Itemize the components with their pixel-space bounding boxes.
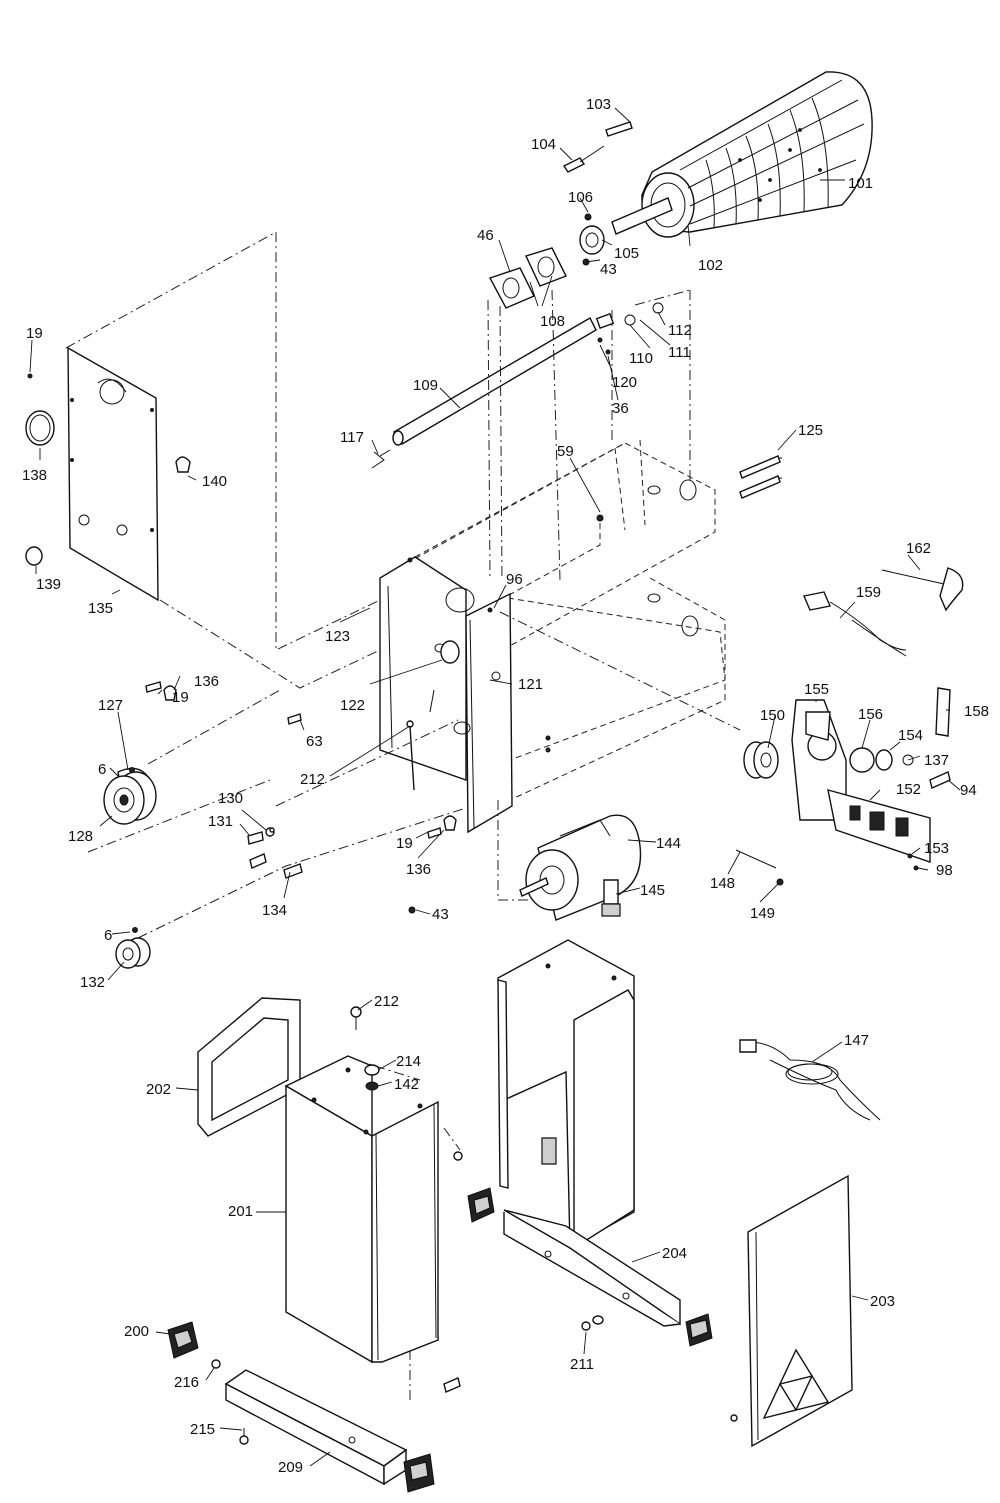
label-98: 98: [936, 862, 953, 879]
label-200: 200: [124, 1323, 149, 1340]
label-105: 105: [614, 245, 639, 262]
drum-shaft: [611, 197, 673, 235]
label-125: 125: [798, 422, 823, 439]
label-139: 139: [36, 576, 61, 593]
label-216: 216: [174, 1374, 199, 1391]
label-106: 106: [568, 189, 593, 206]
stand-frame-202: [197, 997, 301, 1137]
part-labels: 101 102 103 104 105 106 43 46 108 112 11…: [22, 96, 989, 1476]
idler-pulley: [115, 927, 151, 969]
label-162: 162: [906, 540, 931, 557]
label-131: 131: [208, 813, 233, 830]
label-137: 137: [924, 752, 949, 769]
main-frame: [379, 439, 782, 834]
label-104: 104: [531, 136, 556, 153]
label-201: 201: [228, 1203, 253, 1220]
label-46: 46: [477, 227, 494, 244]
label-136-lower: 136: [406, 861, 431, 878]
label-110: 110: [629, 350, 653, 367]
label-202: 202: [146, 1081, 171, 1098]
label-144: 144: [656, 835, 681, 852]
motor: [519, 814, 642, 921]
label-121: 121: [518, 676, 543, 693]
label-6-upper: 6: [98, 761, 106, 778]
label-108: 108: [540, 313, 565, 330]
label-154: 154: [898, 727, 923, 744]
label-109: 109: [413, 377, 438, 394]
feed-shaft: [371, 302, 664, 469]
label-130: 130: [218, 790, 243, 807]
stand-panel-203: [730, 1174, 853, 1448]
label-156: 156: [858, 706, 883, 723]
label-128: 128: [68, 828, 93, 845]
stand-base-209: [167, 1321, 461, 1493]
label-19-lower: 19: [396, 835, 413, 852]
label-43-lower: 43: [432, 906, 449, 923]
label-117: 117: [340, 429, 364, 446]
label-120: 120: [612, 374, 637, 391]
stand-side-201: [284, 1006, 463, 1364]
power-cords: [739, 567, 964, 1121]
label-142: 142: [394, 1076, 419, 1093]
key-pin: [562, 145, 605, 173]
label-145: 145: [640, 882, 665, 899]
label-122: 122: [340, 697, 365, 714]
label-43-top: 43: [600, 261, 617, 278]
label-134: 134: [262, 902, 287, 919]
flange-bearing: [579, 213, 605, 266]
label-132: 132: [80, 974, 105, 991]
stand-side-204: [467, 939, 713, 1347]
label-127: 127: [98, 697, 123, 714]
label-36: 36: [612, 400, 629, 417]
label-112: 112: [668, 322, 692, 339]
label-63: 63: [306, 733, 323, 750]
label-96: 96: [506, 571, 523, 588]
label-135: 135: [88, 600, 113, 617]
label-138: 138: [22, 467, 47, 484]
assembly-lines: [65, 231, 741, 1400]
label-212-upper: 212: [300, 771, 325, 788]
label-211: 211: [570, 1356, 594, 1373]
label-94: 94: [960, 782, 977, 799]
label-212-lower: 212: [374, 993, 399, 1010]
label-155: 155: [804, 681, 829, 698]
label-209: 209: [278, 1459, 303, 1476]
label-150: 150: [760, 707, 785, 724]
leader-lines: [29, 107, 961, 1467]
label-149: 149: [750, 905, 775, 922]
label-111: 111: [668, 344, 691, 361]
label-101: 101: [848, 175, 873, 192]
label-59: 59: [557, 443, 574, 460]
label-148: 148: [710, 875, 735, 892]
label-159: 159: [856, 584, 881, 601]
label-158: 158: [964, 703, 989, 720]
label-136-upper: 136: [194, 673, 219, 690]
side-panel: [25, 346, 191, 602]
label-152: 152: [896, 781, 921, 798]
label-102: 102: [698, 257, 723, 274]
switch-housing: [743, 687, 951, 871]
label-103: 103: [586, 96, 611, 113]
label-123: 123: [325, 628, 350, 645]
label-19-top: 19: [26, 325, 43, 342]
motor-pulley: [103, 767, 157, 825]
label-147: 147: [844, 1032, 869, 1049]
label-140: 140: [202, 473, 227, 490]
label-204: 204: [662, 1245, 687, 1262]
label-203: 203: [870, 1293, 895, 1310]
label-214: 214: [396, 1053, 421, 1070]
bearing-plates: [488, 247, 567, 309]
label-19-mid: 19: [172, 689, 189, 706]
label-6-lower: 6: [104, 927, 112, 944]
shaft-key: [605, 121, 633, 137]
label-215: 215: [190, 1421, 215, 1438]
sanding-drum: [641, 71, 873, 238]
label-153: 153: [924, 840, 949, 857]
